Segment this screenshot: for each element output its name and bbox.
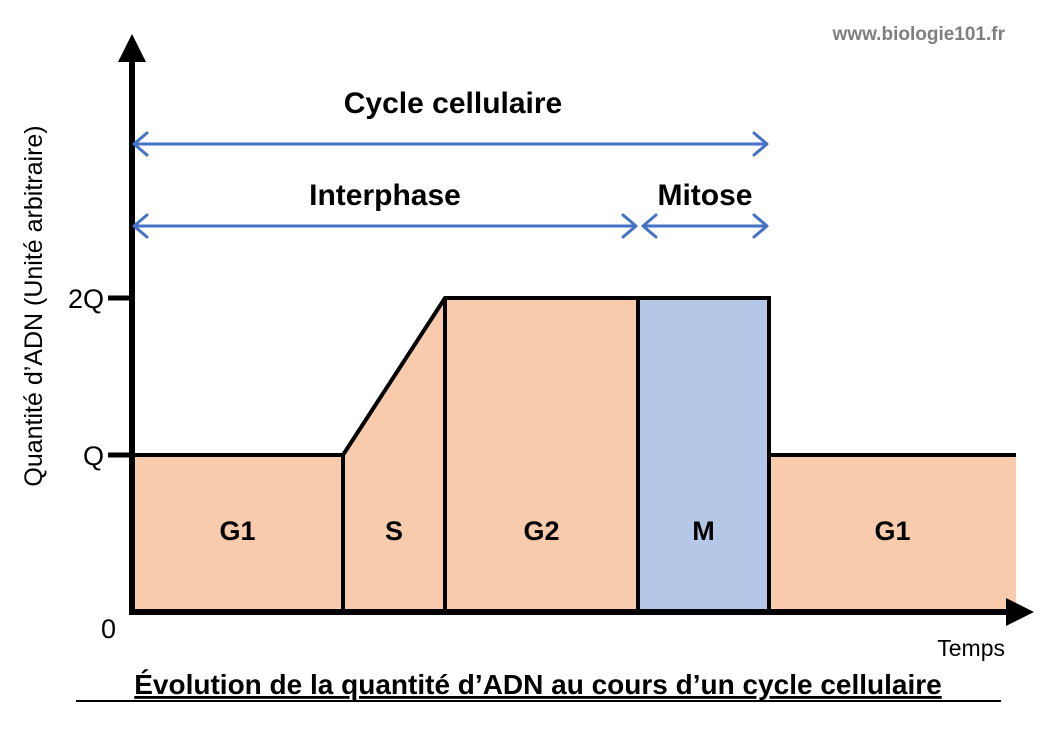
span-label-0: Cycle cellulaire xyxy=(344,87,562,120)
span-1-left-head xyxy=(132,213,149,239)
phase-area-4 xyxy=(769,455,1016,612)
span-label-1: Interphase xyxy=(309,179,461,212)
span-arrow-1 xyxy=(132,213,638,239)
phase-area-2 xyxy=(445,298,638,612)
span-0-right-head xyxy=(752,131,769,157)
phase-label-g2: G2 xyxy=(523,516,559,546)
phase-area-0 xyxy=(132,455,343,612)
y-tick-label: Q xyxy=(83,441,104,471)
y-axis-arrowhead xyxy=(118,34,146,62)
watermark-text: www.biologie101.fr xyxy=(832,24,1006,45)
y-tick-label: 0 xyxy=(101,614,116,644)
span-0-left-head xyxy=(132,131,149,157)
phase-label-s: S xyxy=(385,516,403,546)
span-2-left-head xyxy=(641,213,658,239)
phase-area-3 xyxy=(638,298,769,612)
y-tick-label: 2Q xyxy=(68,284,104,314)
span-2-right-head xyxy=(752,213,769,239)
dna-curve xyxy=(132,296,1016,457)
phase-label-g1: G1 xyxy=(874,516,910,546)
span-arrow-2 xyxy=(641,213,769,239)
x-axis-label: Temps xyxy=(937,635,1005,661)
span-1-right-head xyxy=(621,213,638,239)
y-axis-label: Quantité d’ADN (Unité arbitraire) xyxy=(20,125,48,486)
span-label-2: Mitose xyxy=(657,179,752,212)
phase-label-m: M xyxy=(692,516,715,546)
phase-label-g1: G1 xyxy=(219,516,255,546)
chart-title: Évolution de la quantité d’ADN au cours … xyxy=(134,669,942,700)
x-axis-arrowhead xyxy=(1006,598,1034,626)
span-arrow-0 xyxy=(132,131,769,157)
phase-area-1 xyxy=(343,298,445,612)
